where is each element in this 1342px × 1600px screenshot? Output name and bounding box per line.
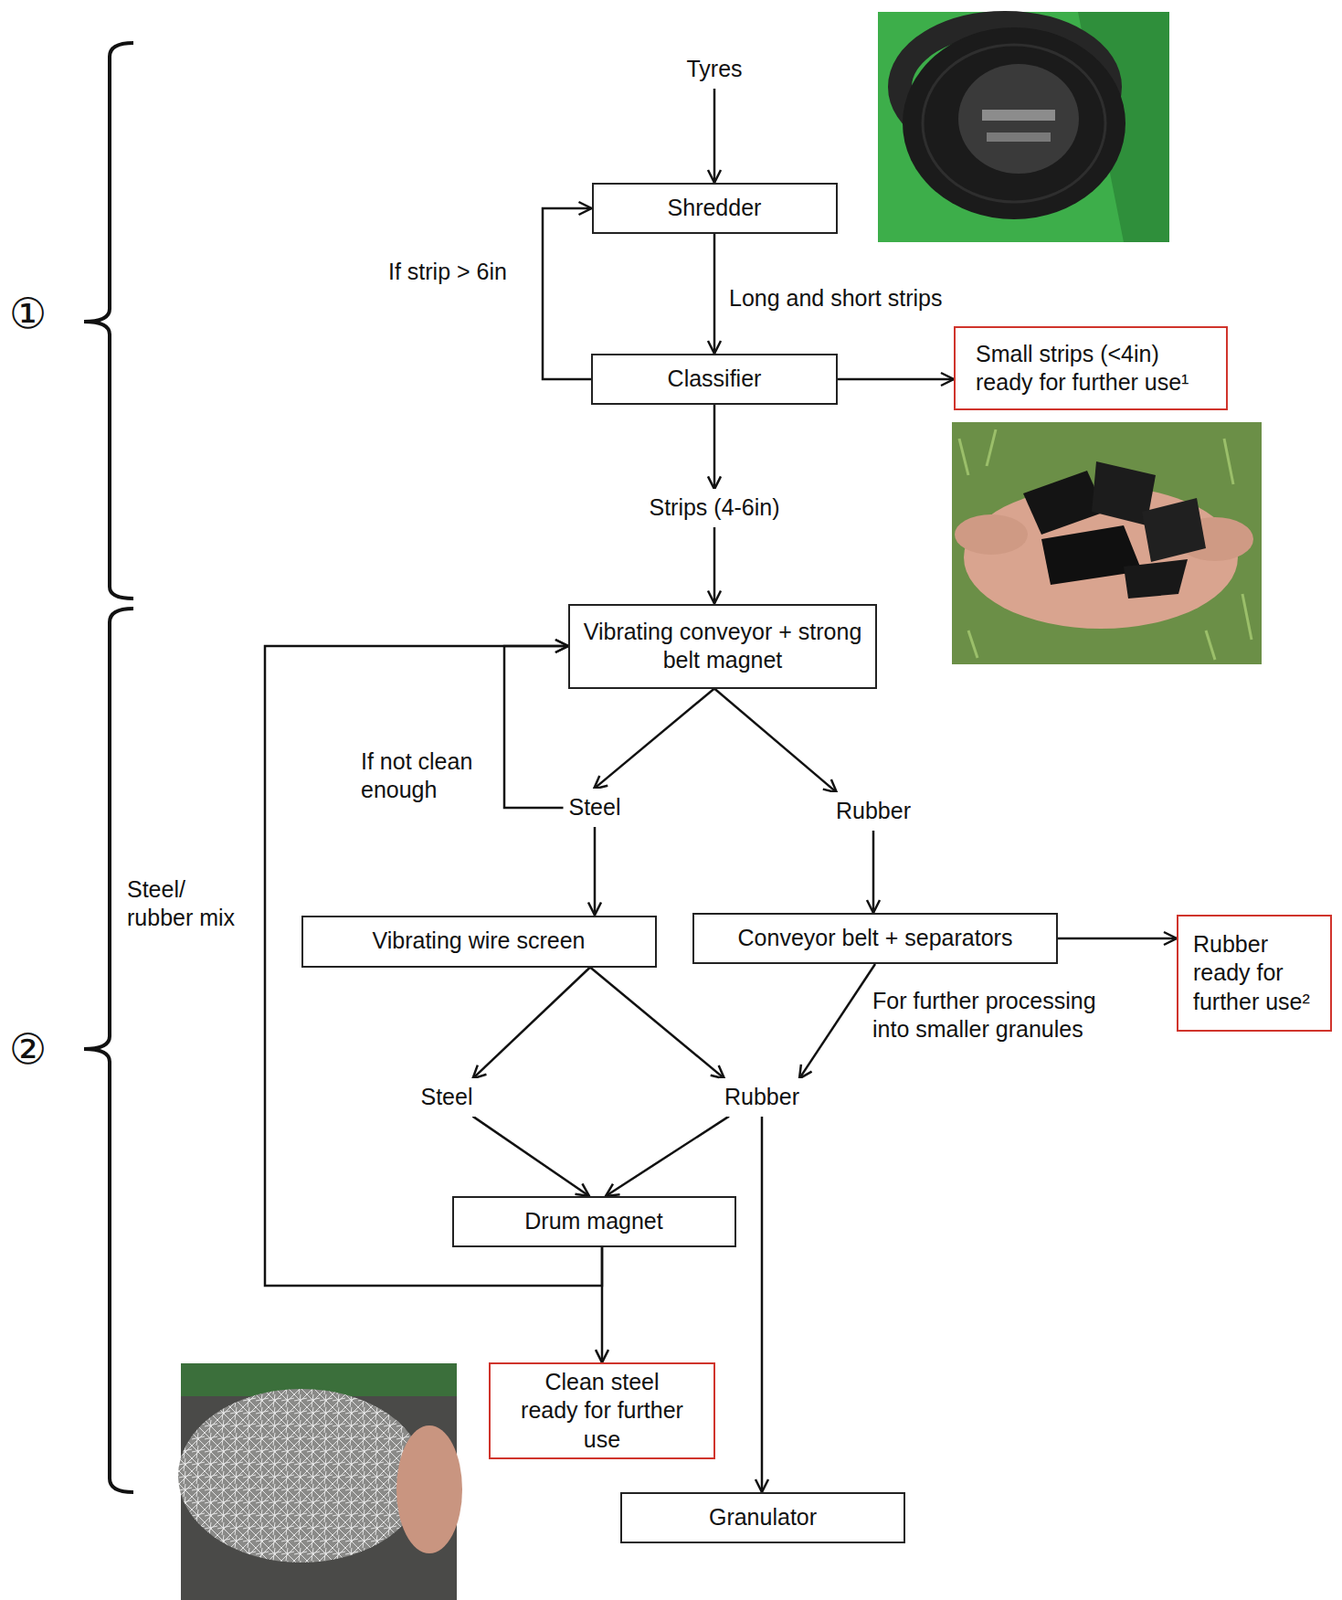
node-text: Rubber	[724, 1082, 800, 1111]
finger	[954, 514, 1028, 555]
flow-arrow	[542, 208, 592, 380]
process-box: Shredder	[591, 182, 838, 234]
flow-text: Steel	[563, 788, 627, 826]
output-box: Rubber ready for further use²	[1176, 914, 1332, 1032]
rubber-photo	[951, 422, 1262, 665]
tyre-tread	[922, 44, 1106, 202]
flow-arrow	[714, 688, 837, 793]
process-box: Vibrating conveyor + strong belt magnet	[568, 603, 878, 689]
node-text: Granulator	[633, 1502, 893, 1532]
tyre	[902, 27, 1126, 220]
flow-arrow	[713, 88, 717, 183]
edge-label: For further processing into smaller gran…	[869, 986, 1121, 1045]
node-text: Clean steel ready for further use	[517, 1367, 687, 1454]
output-box: Small strips (<4in) ready for further us…	[953, 326, 1228, 411]
bracket	[84, 42, 134, 599]
flow-text: Steel	[415, 1077, 479, 1116]
node-text: Vibrating wire screen	[314, 926, 645, 955]
flow-arrow	[1057, 937, 1177, 941]
node-text: Vibrating conveyor + strong belt magnet	[581, 617, 865, 676]
steel-photo	[178, 1363, 463, 1600]
process-box: Classifier	[591, 353, 838, 405]
steel-wire	[178, 1388, 425, 1563]
callout-number: ①	[9, 292, 47, 335]
process-box: Vibrating wire screen	[301, 915, 657, 968]
edge-label: Steel/ rubber mix	[124, 875, 244, 933]
tyre-hole	[958, 63, 1079, 174]
node-text: Classifier	[603, 364, 825, 393]
node-text: Rubber ready for further use²	[1193, 929, 1316, 1016]
node-text: Strips (4-6in)	[648, 493, 780, 522]
edge-label: If not clean enough	[358, 747, 492, 805]
output-box: Clean steel ready for further use	[488, 1362, 716, 1459]
flow-text: Tyres	[680, 50, 748, 88]
node-text: Small strips (<4in) ready for further us…	[975, 339, 1206, 398]
flow-arrow	[713, 233, 717, 354]
node-text: Shredder	[604, 193, 825, 222]
edge-label: Long and short strips	[726, 284, 945, 313]
process-box: Conveyor belt + separators	[692, 912, 1058, 964]
node-text: Tyres	[686, 54, 742, 84]
node-text: Rubber	[835, 796, 911, 825]
flow-arrow	[837, 378, 954, 381]
flow-arrow	[605, 1116, 730, 1196]
flow-arrow	[713, 404, 717, 489]
flow-text: Strips (4-6in)	[643, 488, 785, 527]
flow-arrow	[713, 527, 717, 604]
flow-arrow	[504, 645, 569, 808]
edge-label: If strip > 6in	[385, 257, 510, 286]
blade	[982, 109, 1056, 121]
flow-arrow	[593, 688, 715, 790]
flow-text: Rubber	[830, 792, 917, 830]
hand	[396, 1425, 463, 1554]
bracket	[84, 608, 134, 1492]
flow-arrow	[472, 1116, 590, 1196]
process-box: Drum magnet	[452, 1195, 737, 1247]
photo-ground	[877, 11, 1170, 243]
node-text: Steel	[569, 792, 622, 822]
flow-arrow	[601, 1246, 604, 1363]
rubber-chunk	[1123, 559, 1188, 599]
flow-text: Rubber	[718, 1077, 805, 1116]
node-text: Drum magnet	[464, 1206, 724, 1236]
flow-arrow	[593, 826, 597, 916]
flow-arrow	[872, 830, 876, 913]
process-box: Granulator	[620, 1491, 906, 1543]
flow-arrow	[472, 967, 591, 1079]
flow-arrow	[760, 1116, 764, 1492]
callout-number: ②	[9, 1027, 47, 1070]
rubber-chunk	[1141, 497, 1206, 562]
node-text: Conveyor belt + separators	[705, 923, 1046, 952]
blade	[986, 132, 1051, 142]
photo-ground	[951, 422, 1262, 665]
node-text: Steel	[421, 1082, 474, 1111]
flow-arrow	[799, 963, 876, 1078]
flow-arrow	[590, 967, 725, 1079]
tyre-photo	[877, 11, 1170, 243]
